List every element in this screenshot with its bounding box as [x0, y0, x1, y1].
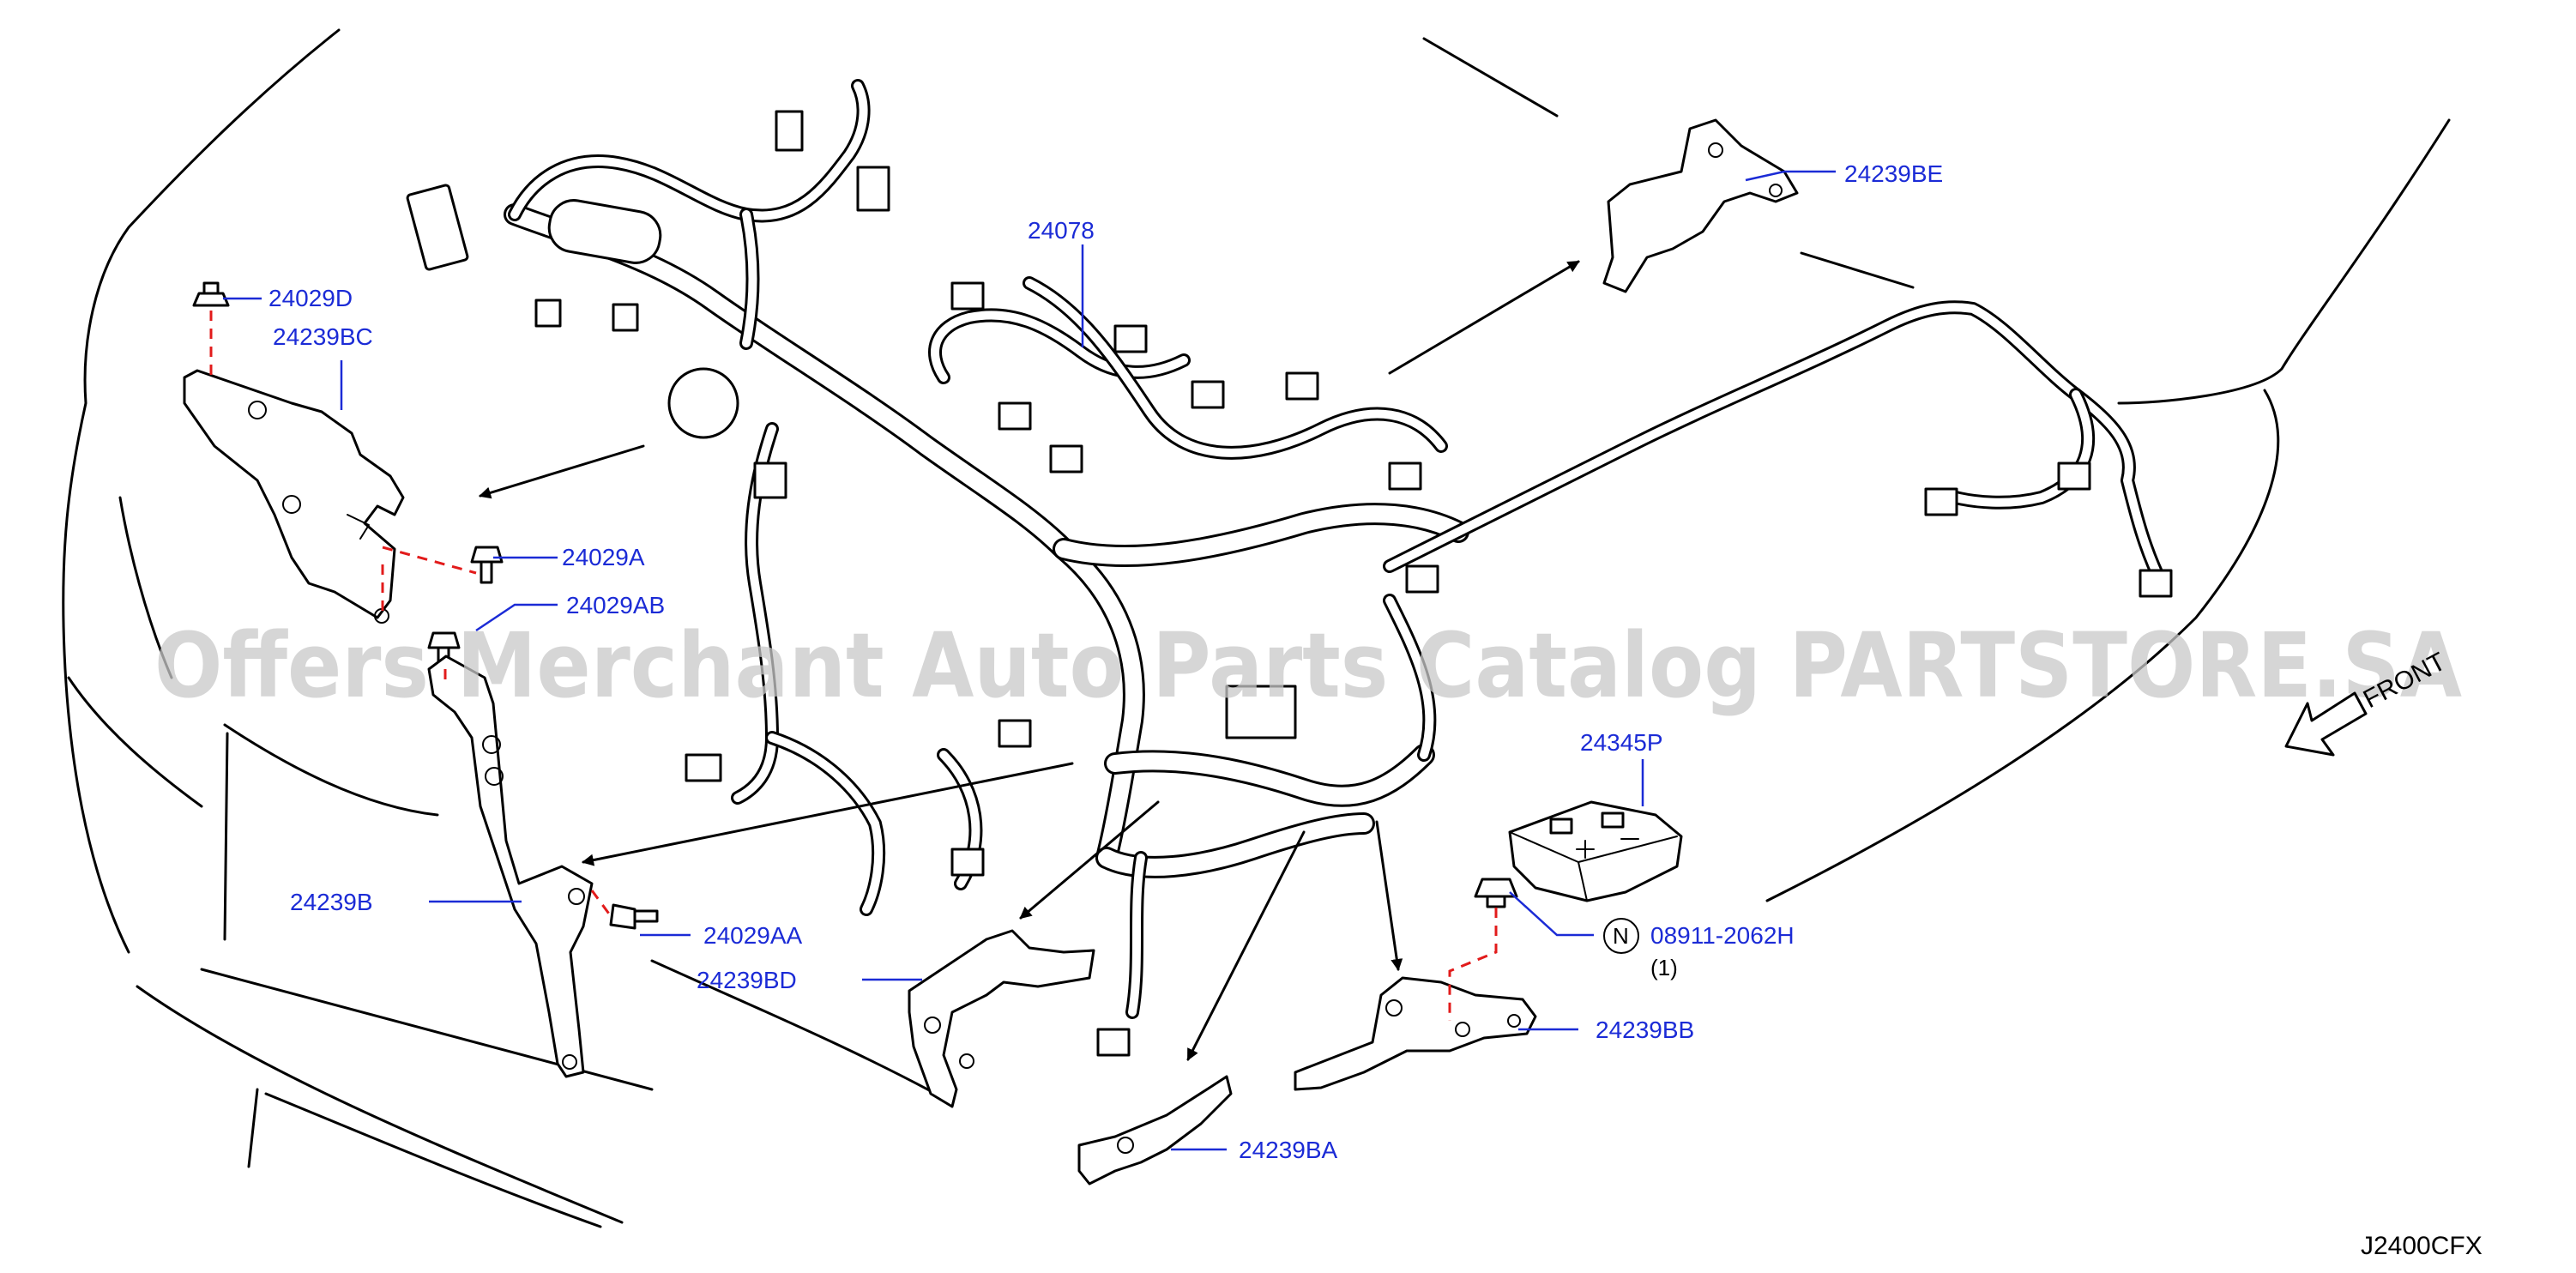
label-24029AB: 24029AB	[566, 592, 665, 618]
label-24345P: 24345P	[1580, 729, 1663, 756]
label-24029D: 24029D	[268, 285, 353, 311]
nut-08911-2062H	[1474, 878, 1518, 908]
bracket-24239B	[427, 655, 594, 1078]
bracket-24239BD	[908, 929, 1095, 1108]
body-outline	[62, 28, 2451, 1228]
bracket-24239BC	[183, 369, 405, 624]
label-24239B: 24239B	[290, 889, 373, 915]
diagram-code: J2400CFX	[2361, 1232, 2482, 1260]
label-24029AA: 24029AA	[703, 922, 803, 949]
bracket-24239BE	[1602, 118, 1799, 293]
assembly-arrows	[479, 260, 1580, 1061]
front-arrow-icon	[2284, 691, 2368, 757]
label-24078: 24078	[1028, 217, 1095, 244]
label-24239BE: 24239BE	[1844, 160, 1943, 187]
alignment-lines	[209, 311, 1498, 1021]
leader-lines	[223, 170, 1836, 1151]
n-badge-circle	[1603, 918, 1639, 954]
fusible-link-box-24345P	[1508, 800, 1683, 902]
part-labels: 24029D 24239BC 24029A 24029AB 24078 2423…	[268, 160, 1943, 1163]
label-quantity: (1)	[1650, 955, 1678, 980]
label-24239BC: 24239BC	[273, 323, 373, 350]
harness-connectors	[406, 110, 2173, 1057]
label-24029A: 24029A	[562, 544, 645, 570]
label-24239BA: 24239BA	[1239, 1137, 1338, 1163]
main-harness-24078	[504, 79, 2169, 1019]
bracket-24239BA	[1077, 1075, 1233, 1186]
label-24239BD: 24239BD	[697, 967, 797, 993]
bracket-24239BB	[1294, 976, 1537, 1091]
label-24239BB: 24239BB	[1596, 1017, 1694, 1043]
n-badge-letter: N	[1613, 923, 1629, 949]
label-08911-2062H: 08911-2062H	[1650, 922, 1795, 949]
watermark-text: Offers Merchant Auto Parts Catalog PARTS…	[154, 613, 2462, 718]
